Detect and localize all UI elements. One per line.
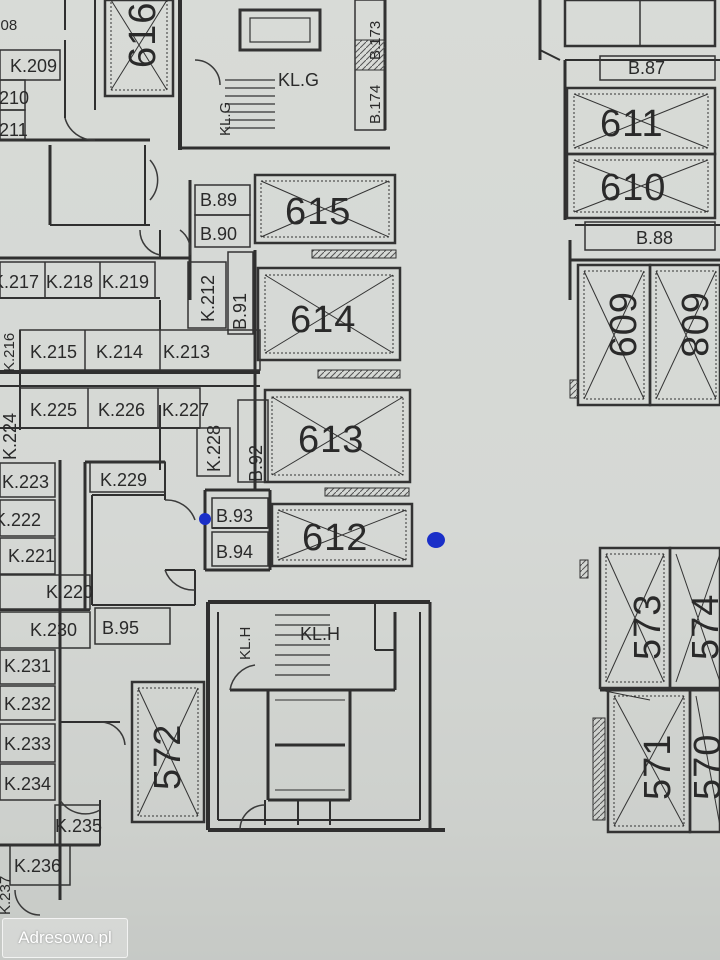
label-571: 571: [637, 734, 679, 800]
label-k216: K.216: [1, 333, 18, 372]
label-k208: K.208: [0, 17, 17, 34]
label-k237: K.237: [0, 876, 14, 915]
ink-marks: [199, 513, 445, 548]
watermark-logo: Adresowo.pl: [2, 918, 128, 958]
parking-spot-615: [253, 173, 397, 245]
stairs: [225, 8, 330, 676]
label-b90: B.90: [200, 224, 237, 244]
label-b91: B.91: [230, 293, 250, 330]
label-k225: K.225: [30, 400, 77, 420]
label-klg-side: KL.G: [217, 102, 234, 136]
label-k224: K.224: [0, 413, 20, 460]
label-574: 574: [685, 594, 720, 660]
label-k232: K.232: [4, 694, 51, 714]
label-k233: K.233: [4, 734, 51, 754]
parking-spot-614: [256, 266, 402, 362]
parking-spot-616: [103, 0, 175, 98]
label-k230: K.230: [30, 620, 77, 640]
label-k212: K.212: [198, 275, 218, 322]
label-k219: K.219: [102, 272, 149, 292]
label-k231: K.231: [4, 656, 51, 676]
label-k211: K.211: [0, 120, 28, 140]
label-k236: K.236: [14, 856, 61, 876]
parking-spot-608: [648, 263, 720, 407]
label-k234: K.234: [4, 774, 51, 794]
label-572: 572: [147, 724, 189, 790]
label-k226: K.226: [98, 400, 145, 420]
label-b94: B.94: [216, 542, 253, 562]
label-k213: K.213: [163, 342, 210, 362]
label-k218: K.218: [46, 272, 93, 292]
label-b89: B.89: [200, 190, 237, 210]
parking-spot-613: [263, 388, 412, 484]
label-klg: KL.G: [278, 70, 319, 90]
label-609: 609: [601, 292, 643, 358]
label-613: 613: [298, 419, 364, 461]
label-612: 612: [302, 517, 368, 559]
label-610: 610: [600, 167, 666, 209]
label-k220: K.220: [46, 582, 93, 602]
door-swings: [14, 59, 266, 916]
parking-spot-572: [130, 680, 206, 824]
label-b95: B.95: [102, 618, 139, 638]
label-573: 573: [627, 594, 669, 660]
label-b92: B.92: [246, 445, 266, 482]
label-b173: B.173: [367, 21, 384, 60]
label-616: 616: [122, 2, 164, 68]
wheel-stops: [311, 39, 606, 821]
label-611: 611: [600, 103, 664, 145]
label-570: 570: [687, 734, 720, 800]
label-615: 615: [285, 191, 351, 233]
label-b174: B.174: [367, 85, 384, 124]
label-klh-side: KL.H: [237, 627, 254, 660]
label-k222: K.222: [0, 510, 41, 530]
label-b88: B.88: [636, 228, 673, 248]
label-k228: K.228: [204, 425, 224, 472]
label-k227: K.227: [162, 400, 209, 420]
label-k217: K.217: [0, 272, 39, 292]
label-k235: K.235: [55, 816, 102, 836]
label-k229: K.229: [100, 470, 147, 490]
label-k210: K.210: [0, 88, 29, 108]
label-614: 614: [290, 299, 356, 341]
labels: 615 614 613 612 611 610 609 608 572 573 …: [0, 2, 720, 915]
parking-spot-top-right: [563, 0, 717, 48]
label-k214: K.214: [96, 342, 143, 362]
label-k215: K.215: [30, 342, 77, 362]
label-b93: B.93: [216, 506, 253, 526]
parking-spot-570: [688, 688, 720, 834]
parking-spot-612: [270, 502, 414, 568]
label-k221: K.221: [8, 546, 55, 566]
label-k209: K.209: [10, 56, 57, 76]
parking-spot-610: [565, 152, 717, 220]
label-608: 608: [673, 292, 715, 358]
label-klh: KL.H: [300, 624, 340, 644]
label-b87: B.87: [628, 58, 665, 78]
parking-spot-574: [668, 546, 720, 690]
label-k223: K.223: [2, 472, 49, 492]
